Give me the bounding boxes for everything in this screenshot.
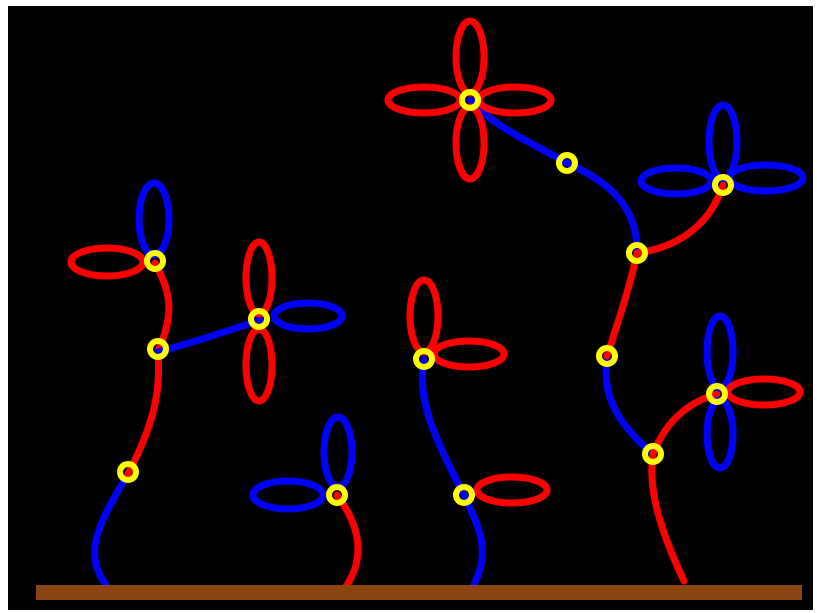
plant-diagram — [8, 6, 813, 610]
ground-strip — [36, 585, 802, 600]
scene-canvas — [8, 6, 813, 610]
